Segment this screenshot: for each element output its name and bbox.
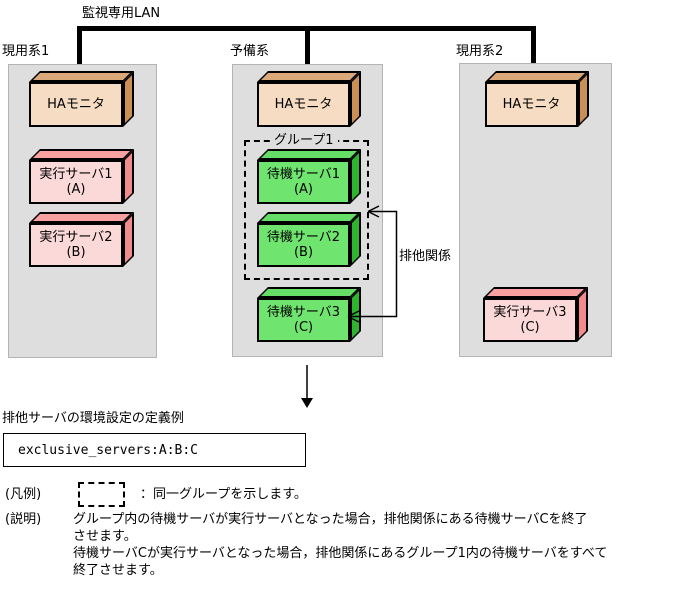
lan-label: 監視専用LAN [82,6,161,21]
box-top-face [483,287,588,298]
box-top-face [257,71,361,82]
down-arrow-head [301,398,313,408]
box-top-face [29,149,134,160]
box-sublabel: (B) [66,245,86,260]
box-label: HAモニタ [502,97,561,112]
explanation-line: 終了させます。 [73,563,163,578]
lan-drop-left [77,26,82,64]
box-front-face: HAモニタ [29,82,123,127]
box-label: 実行サーバ2 [39,230,113,245]
lan-drop-middle [305,26,310,64]
box-label: 待機サーバ1 [266,167,341,182]
box-top-face [485,71,589,82]
exec-server-1-box: 実行サーバ1 (A) [29,149,134,204]
column-label-active2: 現用系2 [456,44,504,59]
explanation-heading: (説明) [5,512,42,527]
box-front-face: HAモニタ [257,82,350,127]
exec-server-2-box: 実行サーバ2 (B) [29,212,134,267]
ha-monitor-box-1: HAモニタ [29,71,134,127]
box-sublabel: (A) [293,182,314,197]
box-top-face [257,212,361,223]
lan-drop-right [531,26,536,64]
group-label: グループ1 [270,134,338,148]
box-front-face: 待機サーバ2 (B) [257,223,350,267]
box-front-face: 待機サーバ1 (A) [257,160,350,204]
box-label: 待機サーバ3 [266,305,341,320]
box-sublabel: (C) [293,320,314,335]
standby-server-2-box: 待機サーバ2 (B) [257,212,361,267]
legend-dashed-box [78,482,125,507]
box-label: HAモニタ [47,97,105,112]
box-front-face: HAモニタ [485,82,578,127]
box-label: 待機サーバ2 [266,230,341,245]
box-top-face [257,149,361,160]
ha-monitor-box-3: HAモニタ [485,71,589,127]
standby-server-3-box: 待機サーバ3 (C) [257,287,361,342]
box-label: 実行サーバ3 [493,305,567,320]
box-front-face: 実行サーバ2 (B) [29,223,123,267]
box-top-face [29,71,134,82]
explanation-line: グループ内の待機サーバが実行サーバとなった場合，排他関係にある待機サーバCを終了 [73,512,588,527]
legend-heading: (凡例) [5,487,42,502]
legend-text: ：同一グループを示します。 [140,487,307,502]
box-top-face [29,212,134,223]
box-sublabel: (B) [293,245,314,260]
explanation-text: グループ内の待機サーバが実行サーバとなった場合，排他関係にある待機サーバCを終了… [73,511,607,579]
box-front-face: 実行サーバ1 (A) [29,160,123,204]
box-sublabel: (A) [66,182,86,197]
box-top-face [257,287,361,298]
column-label-active1: 現用系1 [2,44,50,59]
exclusive-relation-label: 排他関係 [399,249,452,264]
box-front-face: 実行サーバ3 (C) [483,298,577,342]
column-label-standby: 予備系 [230,44,270,59]
standby-server-1-box: 待機サーバ1 (A) [257,149,361,204]
definition-title: 排他サーバの環境設定の定義例 [2,411,184,426]
ha-monitor-box-2: HAモニタ [257,71,361,127]
definition-code-box: exclusive_servers:A:B:C [3,433,306,467]
definition-code: exclusive_servers:A:B:C [18,442,199,458]
box-label: 実行サーバ1 [39,167,113,182]
box-sublabel: (C) [520,320,540,335]
box-front-face: 待機サーバ3 (C) [257,298,350,342]
box-label: HAモニタ [274,97,333,112]
exec-server-3-box: 実行サーバ3 (C) [483,287,588,342]
explanation-line: させます。 [73,529,137,544]
explanation-line: 待機サーバCが実行サーバとなった場合，排他関係にあるグループ1内の待機サーバをす… [73,546,608,561]
